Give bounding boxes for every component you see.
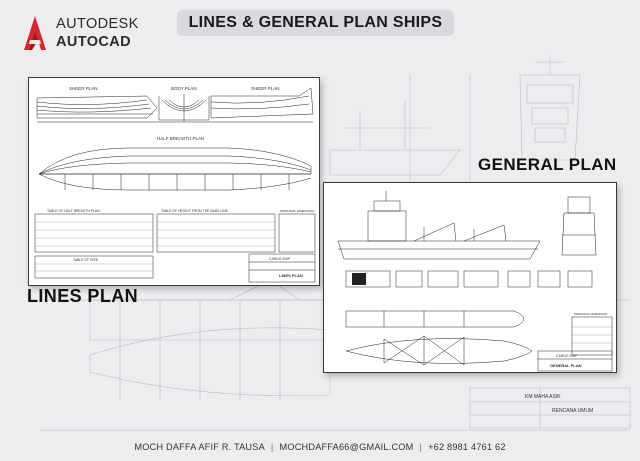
- general-plan-label: GENERAL PLAN: [478, 155, 617, 174]
- table-half-breadth-label: TABLE OF HALF BREADTH PLAN: [47, 209, 100, 213]
- general-plan-sheet: PRINCIPAL DIMENSION CARGO SHIP GENERAL P…: [323, 182, 617, 373]
- table-of-rise-label: TABLE OF RISE: [73, 258, 99, 262]
- cargo-ship-label: CARGO SHIP: [269, 257, 291, 261]
- principal-dimension-label: PRINCIPAL DIMENSION: [280, 209, 314, 213]
- lines-plan-sheet: SHEER PLAN BODY PLAN SHEER PLAN HALF BRE…: [28, 77, 320, 286]
- background-plan-name: RENCANA UMUM: [552, 408, 593, 414]
- brand-name-autodesk: AUTODESK: [56, 16, 139, 32]
- brand-name-autocad: AUTOCAD: [56, 34, 132, 50]
- autodesk-brand: AUTODESK AUTOCAD: [18, 12, 158, 54]
- engine-room-block: [352, 273, 366, 285]
- footer-credits: MOCH DAFFA AFIF R. TAUSA | MOCHDAFFA66@G…: [0, 438, 640, 456]
- footer-phone: +62 8981 4761 62: [428, 442, 506, 452]
- general-title-block: GENERAL PLAN: [550, 363, 582, 368]
- general-plan-drawing: PRINCIPAL DIMENSION CARGO SHIP GENERAL P…: [337, 191, 613, 372]
- body-plan-label: BODY PLAN: [171, 86, 197, 91]
- page-title: LINES & GENERAL PLAN SHIPS: [177, 10, 454, 36]
- footer-email: MOCHDAFFA66@GMAIL.COM: [279, 442, 414, 452]
- half-breadth-plan-label: HALF BREADTH PLAN: [157, 136, 204, 141]
- table-height-label: TABLE OF HEIGHT FROM THE BASE LINE: [161, 209, 229, 213]
- footer-separator: |: [419, 442, 423, 452]
- lines-plan-label: LINES PLAN: [27, 286, 139, 306]
- autocad-logo-icon: [24, 16, 46, 50]
- sheer-plan-label: SHEER PLAN: [69, 86, 98, 91]
- footer-author: MOCH DAFFA AFIF R. TAUSA: [134, 442, 265, 452]
- general-principal-dimension-label: PRINCIPAL DIMENSION: [574, 312, 607, 316]
- general-cargo-ship-label: CARGO SHIP: [556, 354, 578, 358]
- sheer-plan-label-right: SHEER PLAN: [251, 86, 280, 91]
- lines-plan-drawing: SHEER PLAN BODY PLAN SHEER PLAN HALF BRE…: [34, 86, 316, 283]
- background-ship-name: KM MAHA ASIK: [525, 394, 561, 400]
- footer-separator: |: [270, 442, 274, 452]
- lines-title-block: LINES PLAN: [279, 273, 303, 278]
